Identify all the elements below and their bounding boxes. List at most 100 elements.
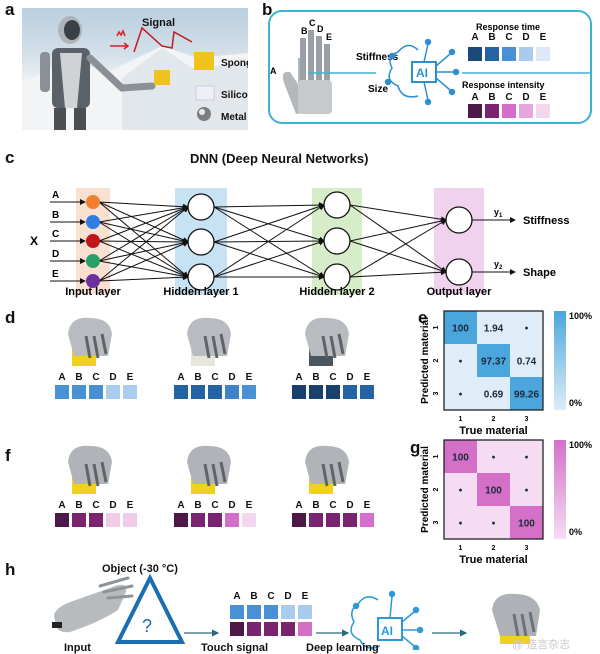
x-tick: 2	[492, 416, 496, 423]
label-e: E	[245, 500, 253, 511]
signal-squares	[55, 513, 137, 527]
signal-square-c	[502, 47, 516, 61]
nn-edge	[98, 204, 189, 223]
layer-label: Hidden layer 1	[163, 286, 238, 298]
label-b: B	[312, 372, 320, 383]
input-label-a: A	[52, 190, 59, 201]
cm-value: •	[492, 453, 496, 464]
x-tick: 1	[459, 416, 463, 423]
signal-square-a	[174, 385, 188, 399]
unknown-object-triangle	[114, 573, 186, 644]
signal-squares	[174, 385, 256, 399]
layer-label: Output layer	[427, 286, 493, 298]
material-label-sponge: Sponge	[221, 58, 248, 69]
ai-label: AI	[381, 624, 393, 638]
hand-shell	[68, 445, 112, 484]
output-var-y1: y1	[494, 207, 503, 219]
x-tick: 3	[525, 545, 529, 552]
label-e: E	[126, 372, 134, 383]
x-axis-label: True material	[459, 425, 527, 437]
input-node-e	[86, 274, 100, 288]
nn-edge	[349, 240, 447, 274]
label-c: C	[505, 32, 513, 43]
label-c: C	[329, 372, 337, 383]
signal-square-c	[89, 385, 103, 399]
cm-cell	[477, 377, 510, 410]
x-axis-label: True material	[459, 554, 527, 564]
cm-cell	[510, 506, 543, 539]
label-c: C	[211, 500, 219, 511]
signal-square-a	[230, 605, 244, 619]
signal-square-d	[106, 385, 120, 399]
label-d: D	[522, 92, 530, 103]
label-b: B	[488, 92, 496, 103]
nn-edge	[98, 260, 189, 280]
fingers	[84, 333, 108, 359]
hidden2-node	[323, 191, 351, 219]
colorbar-max: 100%	[569, 440, 592, 450]
label-e: E	[539, 32, 547, 43]
signal-square-e	[536, 104, 550, 118]
output-label-shape: Shape	[523, 267, 556, 279]
label-b: B	[250, 591, 258, 602]
signal-square-d	[519, 47, 533, 61]
label-d: D	[346, 500, 354, 511]
caption-touch-signal: Touch signal	[201, 642, 269, 654]
label-d: D	[109, 372, 117, 383]
touch-signal-labels: A B C D E	[230, 591, 312, 602]
panel-a-letter: a	[5, 0, 15, 19]
x-tick: 2	[492, 545, 496, 552]
material-label-metal: Metal	[221, 112, 247, 123]
signal-square-b	[485, 104, 499, 118]
label-e: E	[301, 591, 309, 602]
robot-hand-grasp-icon	[187, 317, 231, 366]
signal-square-d	[343, 513, 357, 527]
cm-value: •	[525, 486, 529, 497]
panel-h-letter: h	[5, 560, 16, 579]
label-a: A	[471, 92, 479, 103]
label-d: D	[109, 500, 117, 511]
label-e: E	[126, 500, 134, 511]
cm-cell	[510, 440, 543, 473]
hidden2-node	[323, 227, 351, 255]
property-stiffness: Stiffness	[356, 52, 399, 63]
panel-a-scene: Signal Sponge Silicone Metal	[22, 8, 248, 130]
nn-edge	[98, 240, 189, 262]
panel-e-letter: e	[418, 308, 428, 327]
label-b: B	[488, 32, 496, 43]
signal-square-e	[360, 513, 374, 527]
panel-f-letter: f	[5, 446, 11, 465]
label-d: D	[346, 372, 354, 383]
label-d: D	[522, 32, 530, 43]
cm-cell	[510, 311, 543, 344]
panel-g-letter: g	[410, 438, 421, 457]
response-time-labels: A B C D E	[468, 32, 550, 43]
signal-square-a	[230, 622, 244, 636]
colorbar	[554, 440, 566, 539]
signal-square-c	[264, 605, 278, 619]
panel-b-graphic: A B C D E Stiffness Size AI Response tim…	[270, 18, 590, 114]
signal-square-d	[225, 385, 239, 399]
signal-square-a	[468, 47, 482, 61]
cm-cell	[444, 377, 477, 410]
label-b: B	[194, 372, 202, 383]
signal-square-e	[123, 513, 137, 527]
signal-square-d	[343, 385, 357, 399]
cm-frame	[443, 310, 544, 411]
cm-value: •	[459, 357, 463, 368]
robot-hand-grasp-icon	[305, 445, 349, 494]
signal-label: Signal	[142, 17, 175, 29]
finger-label-a: A	[270, 66, 277, 76]
cm-cell	[444, 311, 477, 344]
cm-value: •	[459, 519, 463, 530]
signal-square-a	[55, 385, 69, 399]
label-d: D	[228, 500, 236, 511]
signal-square-b	[72, 385, 86, 399]
response-intensity-labels: A B C D E	[468, 92, 550, 103]
signal-square-b	[191, 513, 205, 527]
response-intensity-title: Response intensity	[462, 80, 545, 90]
cm-value: 0.74	[517, 357, 537, 368]
signal-square-e	[298, 622, 312, 636]
x-tick: 1	[459, 545, 463, 552]
hidden1-node	[187, 193, 215, 221]
